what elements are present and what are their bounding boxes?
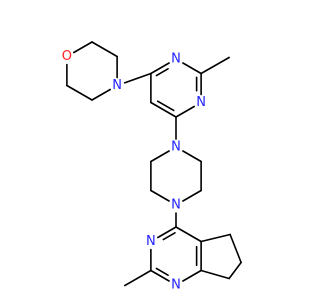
bond-m1-m2	[91, 41, 118, 58]
bond-layer	[66, 41, 242, 287]
structure-canvas: O N N N N N N N	[62, 41, 242, 293]
bond-cp2-cp3	[228, 261, 242, 280]
bond-pl6-pl1	[175, 226, 202, 243]
bond-pl3-me2	[124, 269, 152, 287]
atom-n-pyr-upper-1: N	[171, 52, 181, 67]
atom-n-pyr-lower-2: N	[171, 278, 181, 293]
bond-pu1-pu2	[150, 62, 170, 75]
bond-m3-m4	[66, 84, 93, 101]
bond-pu1-pu2-double	[155, 67, 169, 77]
atom-n-pyr-upper-2: N	[196, 95, 206, 110]
bond-pz4-pz5	[150, 189, 170, 202]
bond-pl1-pl2-double	[162, 231, 176, 241]
bond-pl6-cp1	[200, 233, 231, 243]
bond-pl3-pl4	[150, 269, 170, 282]
bond-cp3-pl5	[200, 269, 230, 280]
molecule-structure: O N N N N N N N	[62, 41, 242, 293]
bond-cp1-cp2	[229, 233, 242, 264]
bond-pu3-me1	[200, 56, 230, 75]
bond-pu5-pu6-double	[156, 100, 175, 112]
atom-n-piperazine-top: N	[171, 140, 181, 155]
bond-pu5-pu6	[150, 101, 177, 118]
atom-n-morpholine: N	[112, 78, 122, 93]
bond-o1-m1	[73, 41, 93, 54]
atom-o1: O	[62, 49, 72, 64]
bond-pz6-pz1	[150, 150, 170, 163]
bond-pu4-pu5	[175, 105, 195, 118]
atom-layer: O N N N N N N N	[62, 49, 206, 293]
bond-pl3-pl4-double	[155, 267, 169, 277]
atom-n-pyr-lower-1: N	[146, 234, 156, 249]
bond-pz1-pz2	[182, 150, 202, 163]
bond-pz3-pz4	[182, 189, 202, 202]
atom-n-piperazine-bottom: N	[171, 198, 181, 213]
bond-pl1-pl2	[157, 226, 177, 239]
bond-pl4-pl5	[182, 269, 202, 282]
bond-nm-pu1	[123, 72, 152, 84]
bond-pu2-pu3	[182, 62, 202, 75]
bond-nm-m3	[91, 88, 111, 101]
